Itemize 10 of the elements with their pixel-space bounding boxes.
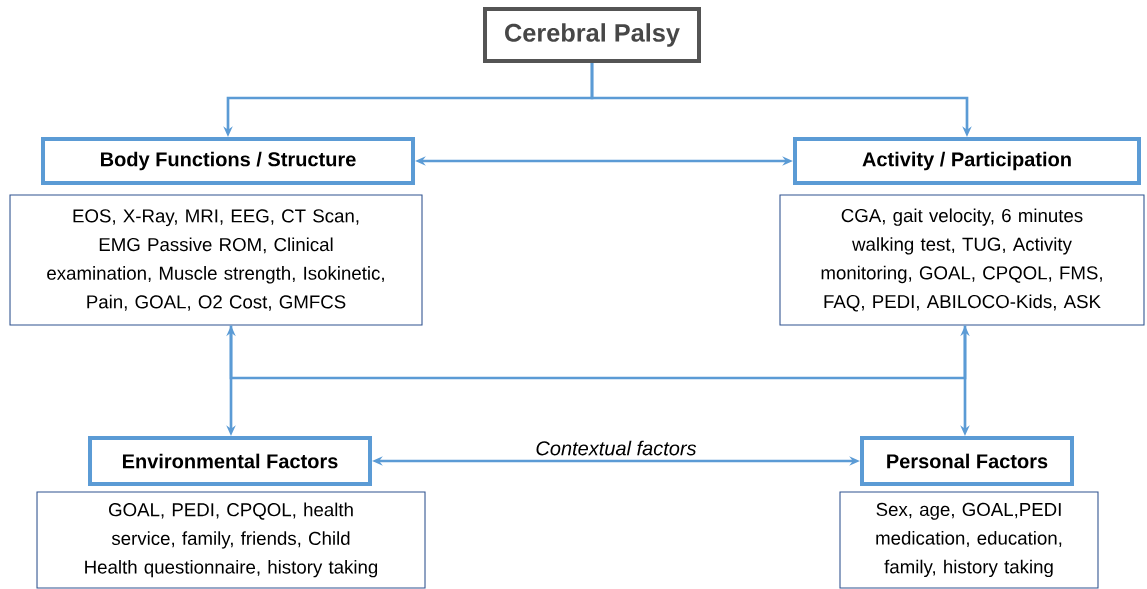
heading-box: Activity / Participation (793, 137, 1141, 185)
heading-box: Environmental Factors (88, 436, 372, 486)
title-box: Cerebral Palsy (483, 7, 701, 63)
edge-label: Contextual factors (534, 439, 698, 457)
list-box: Sex, age, GOAL,PEDI medication, education, family, history taking (839, 491, 1099, 589)
heading-box: Personal Factors (860, 436, 1074, 486)
list-box: GOAL, PEDI, CPQOL, health service, family, friends, Child Health questionnaire, history taking (36, 491, 426, 589)
list-box: EOS, X-Ray, MRI, EEG, CT Scan, EMG Passive ROM, Clinical examination, Muscle strength, Isokinetic, Pain, GOAL, O2 Cost, GMFCS (9, 194, 423, 326)
list-box: CGA, gait velocity, 6 minutes walking test, TUG, Activity monitoring, GOAL, CPQOL, FMS, FAQ, PEDI, ABILOCO-Kids, ASK (779, 194, 1145, 326)
heading-box: Body Functions / Structure (41, 137, 415, 185)
